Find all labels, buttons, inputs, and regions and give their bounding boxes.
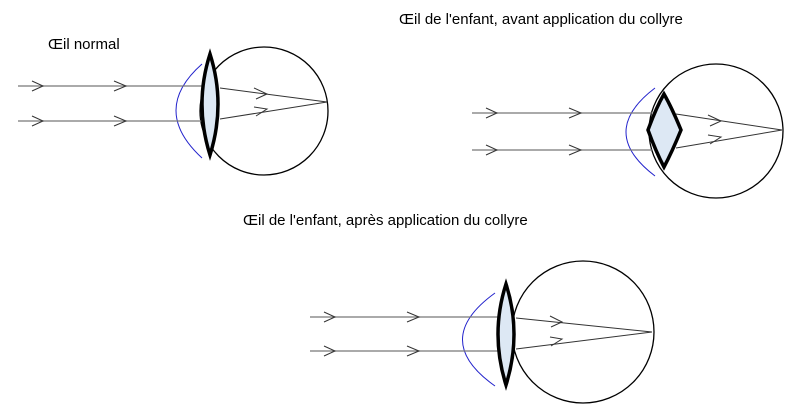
label-after-drops: Œil de l'enfant, après application du co… [243,212,528,229]
eyeball-normal [199,46,329,176]
refracted-ray-bottom [515,331,653,350]
cornea-before [625,87,656,177]
cornea-after [462,292,496,387]
arrowheads [707,114,723,145]
refracted-ray-top [675,113,783,131]
lens-normal [200,48,220,161]
refracted-ray-bottom [675,129,783,149]
refracted-ray-top [219,87,328,103]
eyeball-after [511,260,655,404]
lens-before [646,90,683,171]
lens-after [496,278,516,391]
arrowheads [549,315,564,347]
arrowheads [485,107,583,156]
eye-normal [18,46,329,176]
cornea-normal [175,63,203,159]
eye-before-drops [472,63,784,199]
label-normal-eye: Œil normal [48,36,120,53]
arrowheads [31,80,128,127]
arrowheads [253,87,269,117]
refracted-ray-bottom [219,101,328,120]
refracted-ray-top [515,317,653,333]
eye-after-drops [310,260,655,404]
arrowheads [323,311,421,357]
label-before-drops: Œil de l'enfant, avant application du co… [399,11,683,28]
